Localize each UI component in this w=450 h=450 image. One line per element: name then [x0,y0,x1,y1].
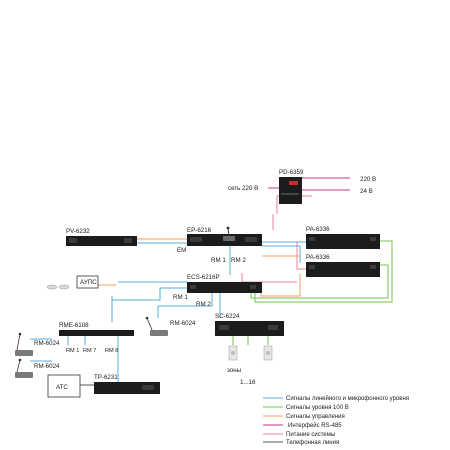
rme-6108-label: RME-6108 [59,322,89,329]
rm-6024-console-mid [145,316,168,336]
rme-rm8-label: RM 8 [105,348,118,354]
legend-item: Сигналы уровня 100 В [286,405,349,411]
device-pa-6336-2: PA-6336 [306,254,380,277]
device-pv-6232: PV-6232 [66,228,137,246]
tp-6231-label: TP-6231 [94,374,118,381]
zone-speaker-icon [228,345,238,361]
rs485-lines [268,177,350,191]
legend-item: Интерфейс RS-485 [288,422,342,429]
out-220-label: 220 В [360,176,376,183]
aups-box: АУПС [76,275,99,289]
fire-detector-icon [46,284,70,290]
legend-item: Телефонная линия [286,440,339,446]
device-tp-6231: TP-6231 [94,374,160,394]
ecs-6216p-label: ECS-6216P [187,274,220,281]
mains-220-label: сеть 220 В [228,185,258,192]
device-rme-6108: RME-6108 [59,322,134,336]
zone-speaker-icon [263,345,273,361]
rme-rm7-label: RM 7 [83,348,96,354]
pd-6359-label: PD-6359 [279,169,304,176]
zones-label: зоны [227,367,242,374]
microphone-console-icon [223,226,235,241]
legend-item: Питание системы [286,432,335,438]
rm-6024-top-label: RM-6024 [34,340,60,347]
ecs-rm1-label: RM 1 [173,294,188,301]
sc-6224-label: SC-6224 [215,313,240,320]
out-24-label: 24 В [360,188,373,195]
rme-rm1-label: RM 1 [66,348,79,354]
rm-6024-mid-label: RM-6024 [170,320,196,327]
legend-item: Сигналы управления [286,414,345,420]
rm-6024-console-bot [15,358,33,378]
ats-box: АТС [47,374,81,398]
legend-item: Сигналы линейного и микрофонного уровня [286,395,409,402]
device-ecs-6216p: ECS-6216P [187,274,262,293]
ep-rm2-label: RM 2 [231,257,246,264]
device-sc-6224: SC-6224 [215,313,284,336]
speaker-100v-lines [232,240,393,345]
pv-6232-label: PV-6232 [66,228,90,235]
device-pa-6336-1: PA-6336 [306,226,380,249]
ep-6216-label: EP-6216 [187,227,212,234]
pa-6336-2-label: PA-6336 [306,254,330,261]
ats-label: АТС [56,384,68,391]
em-label: EM [177,247,186,254]
ecs-rm2-label: RM 2 [196,301,211,308]
legend: Сигналы линейного и микрофонного уровня … [263,395,409,446]
line-level-lines [30,241,306,383]
rm-6024-bot-label: RM-6024 [34,363,60,370]
device-pd-6359: PD-6359 [279,169,304,204]
aups-label: АУПС [80,279,97,286]
pa-6336-1-label: PA-6336 [306,226,330,233]
ep-rm1-label: RM 1 [211,257,226,264]
zones-range-label: 1...16 [240,379,256,386]
rm-6024-console-top [15,332,33,356]
